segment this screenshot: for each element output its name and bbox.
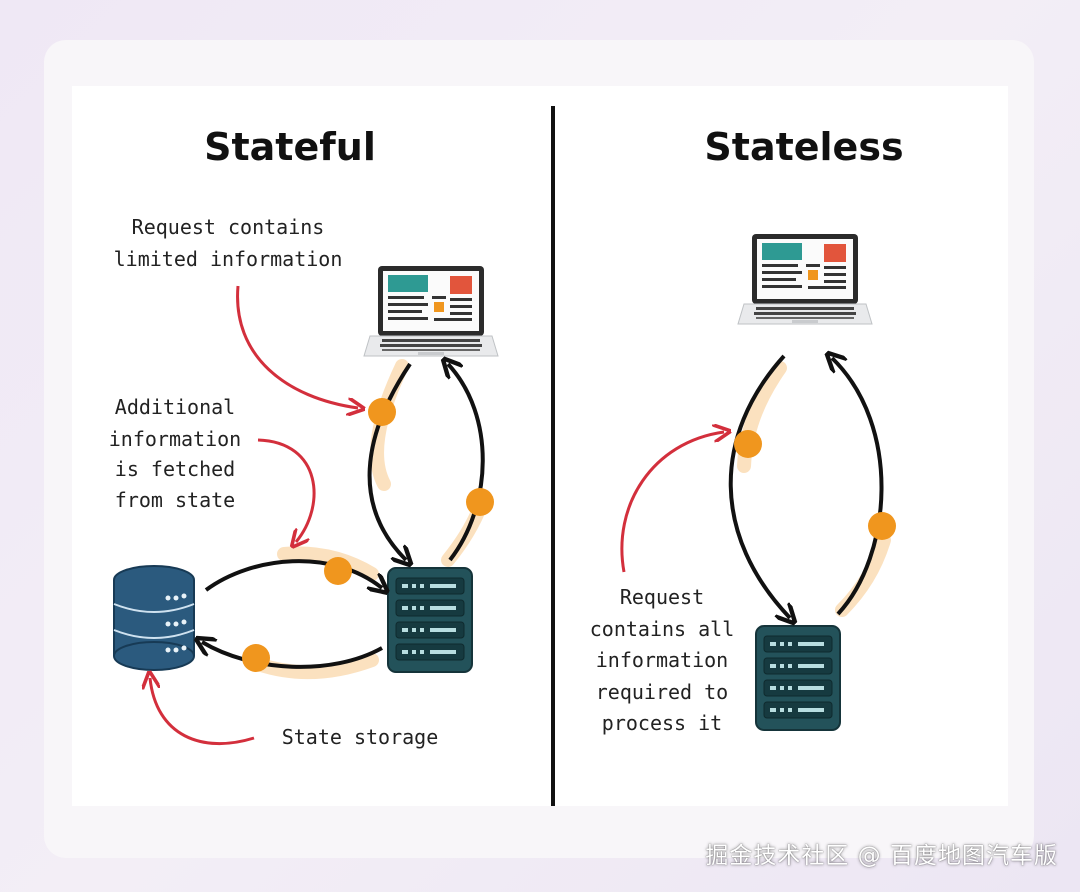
db-to-server-arrow xyxy=(204,546,382,590)
pointer-fetch-arrow xyxy=(257,438,316,542)
watermark-text: 掘金技术社区 @ 百度地图汽车版 xyxy=(705,843,1058,869)
stateless-laptop-icon xyxy=(737,233,873,325)
svg-text:information: information xyxy=(109,427,241,451)
svg-text:Request: Request xyxy=(620,585,704,609)
stateless-server-icon xyxy=(755,625,841,731)
stateful-title: Stateful xyxy=(204,125,376,169)
client-laptop-icon xyxy=(363,265,499,357)
server-db-dot xyxy=(242,644,270,672)
stateless-request-dot xyxy=(734,430,762,458)
state-storage-label: State storage xyxy=(282,725,439,749)
server-icon xyxy=(387,567,473,673)
svg-text:contains all: contains all xyxy=(590,617,735,641)
request-dot xyxy=(368,398,396,426)
stateful-request-arrow xyxy=(367,359,410,560)
stateful-fetch-note: Additional information is fetched from s… xyxy=(109,395,241,512)
stateless-request-arrow xyxy=(728,354,790,618)
db-server-dot xyxy=(324,557,352,585)
state-database-icon xyxy=(113,565,195,671)
pointer-stateless-request-arrow xyxy=(620,432,724,573)
svg-text:required to: required to xyxy=(596,680,728,704)
svg-text:Request contains: Request contains xyxy=(132,215,325,239)
svg-text:information: information xyxy=(596,648,728,672)
pointer-request-arrow xyxy=(236,285,358,408)
pointer-storage-arrow xyxy=(150,678,255,746)
stateful-request-note: Request contains limited information xyxy=(114,215,343,271)
response-dot xyxy=(466,488,494,516)
server-to-db-arrow xyxy=(202,642,383,680)
stateful-response-arrow xyxy=(448,364,494,567)
diagram-panel: Stateful Stateless Request contains limi… xyxy=(72,86,1008,806)
stateless-response-dot xyxy=(868,512,896,540)
stateless-request-note: Request contains all information require… xyxy=(590,585,735,735)
svg-text:limited information: limited information xyxy=(114,247,343,271)
stateless-title: Stateless xyxy=(704,125,903,169)
svg-text:Additional: Additional xyxy=(115,395,235,419)
svg-text:from state: from state xyxy=(115,488,235,512)
svg-text:is fetched: is fetched xyxy=(115,457,235,481)
svg-text:process it: process it xyxy=(602,711,722,735)
stateless-response-arrow xyxy=(832,358,896,617)
